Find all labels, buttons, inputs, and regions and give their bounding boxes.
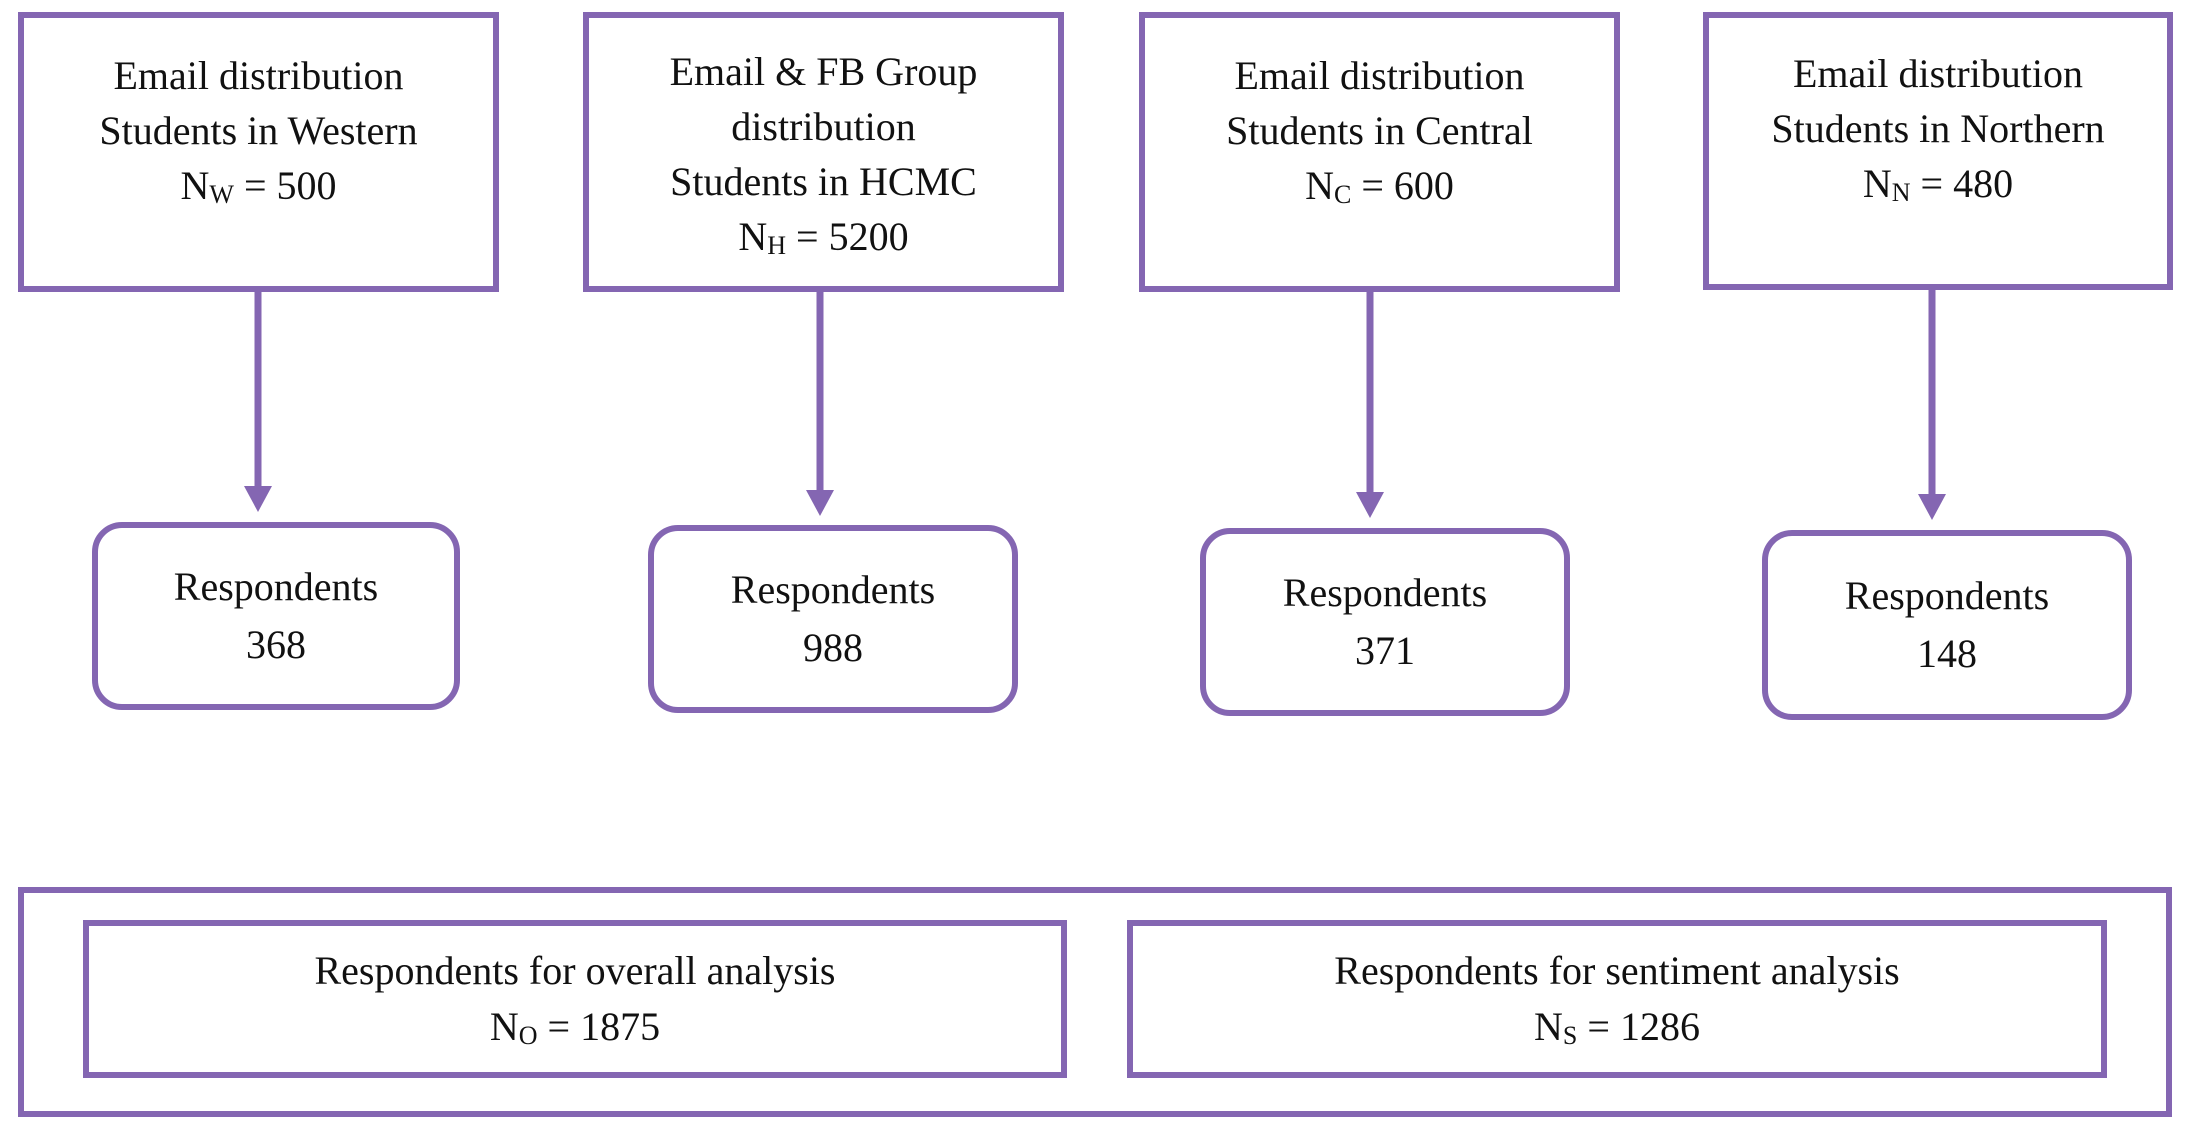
respondents-value: 368	[246, 622, 306, 667]
sentiment-analysis-count: NS = 1286	[1534, 1004, 1700, 1050]
respondents-value: 148	[1917, 631, 1977, 676]
source-line: Students in Northern	[1771, 106, 2105, 151]
respondents-box-western: Respondents 368	[92, 522, 460, 710]
sentiment-analysis-label: Respondents for sentiment analysis	[1334, 948, 1900, 993]
respondents-box-northern: Respondents 148	[1762, 530, 2132, 720]
source-count: NN = 480	[1862, 161, 2014, 207]
source-count: NW = 500	[180, 163, 337, 209]
source-line: Students in Central	[1226, 108, 1533, 153]
source-line: Email distribution	[113, 53, 404, 98]
source-count: NH = 5200	[738, 214, 909, 260]
source-box-hcmc: Email & FB Group distribution Students i…	[583, 12, 1064, 292]
overall-analysis-count: NO = 1875	[489, 1004, 661, 1050]
respondents-label: Respondents	[173, 564, 379, 609]
respondents-value: 371	[1355, 628, 1415, 673]
respondents-label: Respondents	[730, 567, 936, 612]
source-line: distribution	[731, 104, 916, 149]
overall-analysis-box: Respondents for overall analysis NO = 18…	[83, 920, 1067, 1078]
arrow-northern	[1918, 290, 1946, 520]
arrow-western	[244, 292, 272, 512]
source-box-northern: Email distribution Students in Northern …	[1703, 12, 2173, 290]
source-count: NC = 600	[1305, 163, 1454, 209]
arrow-central	[1356, 292, 1384, 518]
arrows-layer	[244, 290, 1946, 520]
source-line: Email & FB Group	[669, 49, 978, 94]
summary-container	[18, 887, 2172, 1117]
source-line: Students in HCMC	[670, 159, 977, 204]
respondents-box-hcmc: Respondents 988	[648, 525, 1018, 713]
respondents-box-central: Respondents 371	[1200, 528, 1570, 716]
source-line: Email distribution	[1234, 53, 1525, 98]
respondents-label: Respondents	[1282, 570, 1488, 615]
arrow-hcmc	[806, 292, 834, 516]
source-box-western: Email distribution Students in Western N…	[18, 12, 499, 292]
source-line: Students in Western	[99, 108, 418, 153]
overall-analysis-label: Respondents for overall analysis	[314, 948, 836, 993]
source-line: Email distribution	[1793, 51, 2083, 96]
sentiment-analysis-box: Respondents for sentiment analysis NS = …	[1127, 920, 2107, 1078]
source-box-central: Email distribution Students in Central N…	[1139, 12, 1620, 292]
respondents-value: 988	[803, 625, 863, 670]
respondents-label: Respondents	[1844, 573, 2050, 618]
